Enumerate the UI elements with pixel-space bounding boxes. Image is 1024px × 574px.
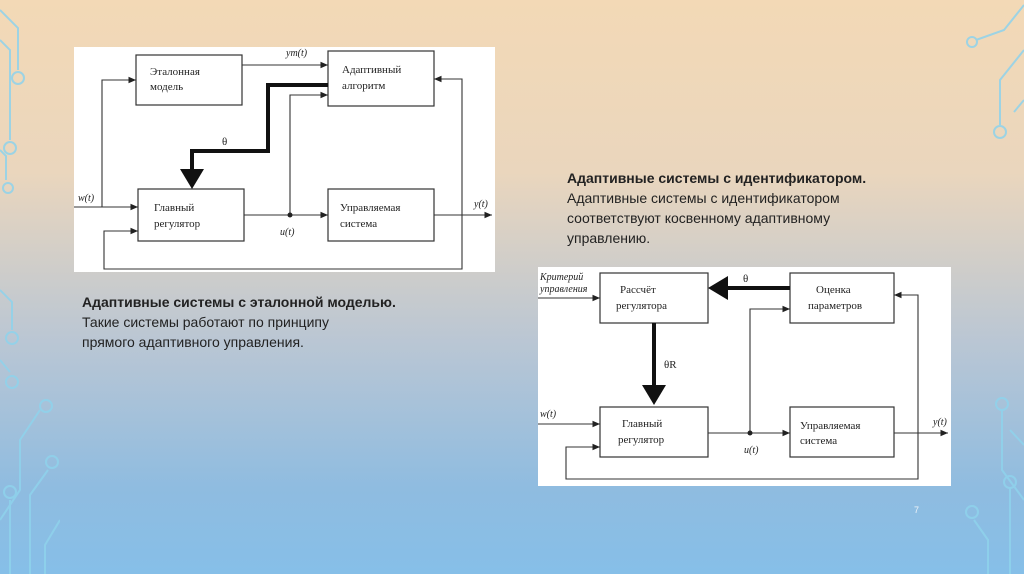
caption-reference-model: Адаптивные системы с эталонной моделью. … [82,292,502,352]
block-controlled-system [789,406,895,458]
caption2-line1: Адаптивные системы с идентификатором [567,190,840,206]
diagram-reference-model: Эталонная модель Адаптивный алгоритм Гла… [74,47,495,272]
reference-model-label-2: модель [150,81,183,93]
main-controller-label-1: Главный [154,202,194,214]
controlled-system2-label-1: Управляемая [800,420,860,432]
block-adaptive-algorithm [327,50,435,107]
block-reference-model [135,54,243,106]
signal-theta: θ [222,136,227,148]
caption2-title: Адаптивные системы с идентификатором. [567,170,867,186]
block-main-controller [599,406,709,458]
signal-u: u(t) [280,227,295,238]
adaptive-algorithm-label-2: алгоритм [342,80,385,92]
parameter-estimation-label-1: Оценка [816,284,851,296]
caption1-line1: Такие системы работают по принципу [82,314,329,330]
circuit-decoration-right [965,4,1024,574]
page-number: 7 [914,505,920,515]
signal-criterion-2: управления [539,284,588,295]
parameter-estimation-label-2: параметров [808,300,862,312]
block-controller-calc [599,272,709,324]
controller-calc-label-2: регулятора [616,300,667,312]
block-main-controller [137,188,245,242]
controlled-system2-label-2: система [800,435,837,447]
adaptive-algorithm-label-1: Адаптивный [342,64,401,76]
controller-calc-label-1: Рассчёт [620,284,656,296]
block-controlled-system [327,188,435,242]
signal-w: w(t) [78,193,95,204]
signal-theta: θ [743,273,748,285]
signal-criterion-1: Критерий [539,272,583,283]
controlled-system-label-2: система [340,218,377,230]
signal-ym: ym(t) [285,48,308,59]
caption2-line3: управлению. [567,230,651,246]
caption-identifier: Адаптивные системы с идентификатором. Ад… [567,168,967,248]
signal-y: y(t) [473,199,489,210]
signal-y2: y(t) [932,417,948,428]
signal-theta-r: θR [664,359,677,371]
block-parameter-estimation [789,272,895,324]
main-controller2-label-1: Главный [622,418,662,430]
caption2-line2: соответствуют косвенному адаптивному [567,210,831,226]
circuit-decoration-left [0,9,60,574]
main-controller-label-2: регулятор [154,218,201,230]
signal-u2: u(t) [744,445,759,456]
diagram-identifier: Рассчёт регулятора Оценка параметров Гла… [538,267,951,486]
signal-w2: w(t) [540,409,557,420]
reference-model-label-1: Эталонная [150,66,200,78]
main-controller2-label-2: регулятор [618,434,665,446]
caption1-title: Адаптивные системы с эталонной моделью. [82,294,396,310]
caption1-line2: прямого адаптивного управления. [82,334,304,350]
controlled-system-label-1: Управляемая [340,202,400,214]
